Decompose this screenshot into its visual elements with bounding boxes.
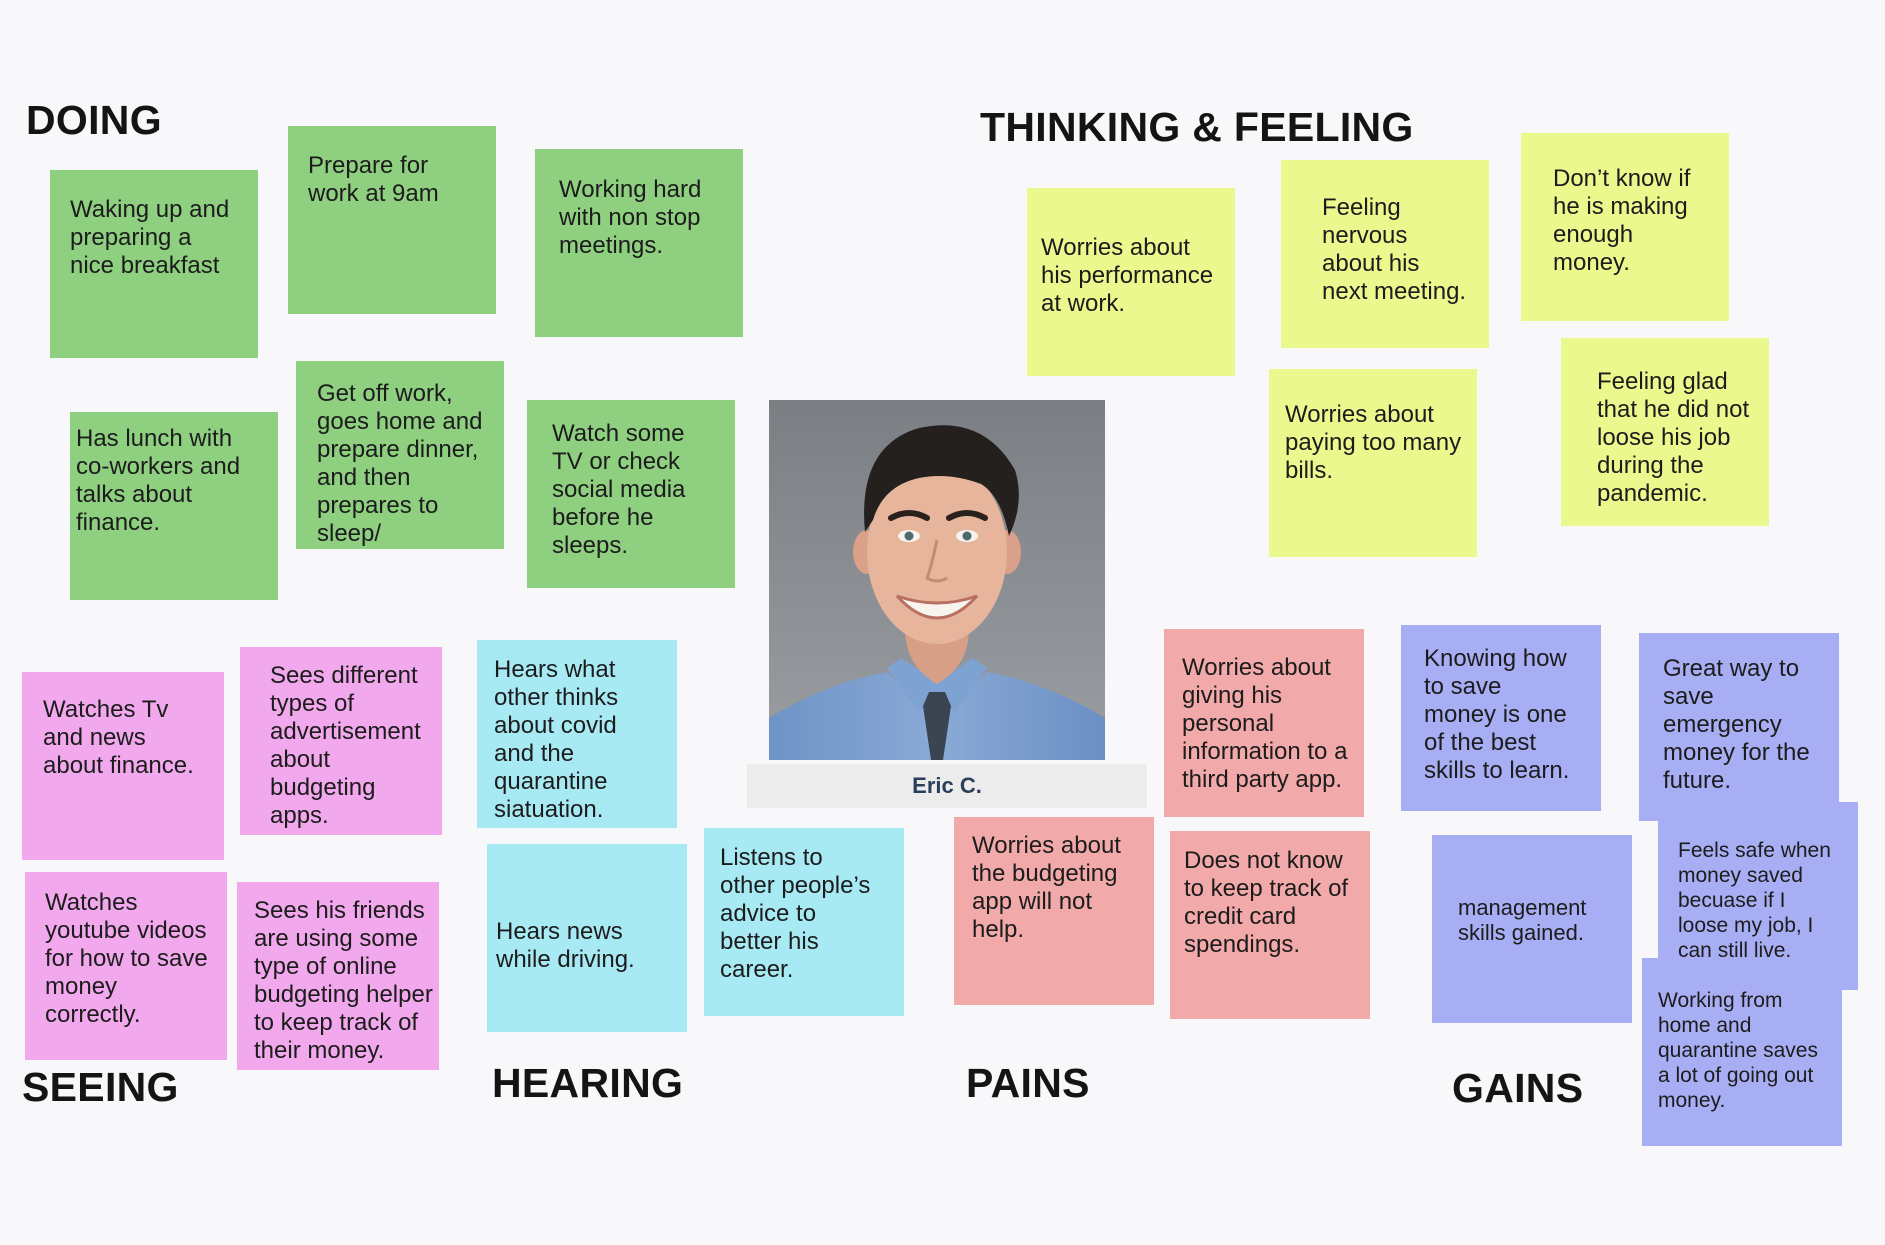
section-heading-gains: GAINS [1452,1065,1584,1111]
sticky-note-doing[interactable]: Working hard with non stop meetings. [535,149,743,337]
sticky-note-text: Listens to other people’s advice to bett… [720,844,871,983]
section-heading-seeing: SEEING [22,1064,179,1110]
sticky-note-thinking-feeling[interactable]: Don’t know if he is making enough money. [1521,133,1729,321]
sticky-note-thinking-feeling[interactable]: Worries about his performance at work. [1027,188,1235,376]
sticky-note-thinking-feeling[interactable]: Feeling nervous about his next meeting. [1281,160,1489,348]
sticky-note-text: Knowing how to save money is one of the … [1424,645,1570,784]
sticky-note-doing[interactable]: Prepare for work at 9am [288,126,496,314]
section-heading-doing: DOING [26,97,162,143]
sticky-note-seeing[interactable]: Sees his friends are using some type of … [237,882,439,1070]
sticky-note-hearing[interactable]: Hears what other thinks about covid and … [477,640,677,828]
sticky-note-text: Great way to save emergency money for th… [1663,655,1810,794]
sticky-note-pains[interactable]: Worries about the budgeting app will not… [954,817,1154,1005]
sticky-note-text: Get off work, goes home and prepare dinn… [317,380,483,547]
sticky-note-gains[interactable]: management skills gained. [1432,835,1632,1023]
sticky-note-pains[interactable]: Worries about giving his personal inform… [1164,629,1364,817]
sticky-note-text: Feels safe when money saved becuase if I… [1678,839,1831,962]
sticky-note-text: Does not know to keep track of credit ca… [1184,847,1349,958]
sticky-note-text: Hears what other thinks about covid and … [494,656,619,823]
sticky-note-hearing[interactable]: Listens to other people’s advice to bett… [704,828,904,1016]
sticky-note-text: Worries about giving his personal inform… [1182,654,1348,793]
sticky-note-seeing[interactable]: Watches Tv and news about finance. [22,672,224,860]
sticky-note-text: Watches Tv and news about finance. [43,696,194,779]
sticky-note-text: Hears news while driving. [496,918,635,973]
sticky-note-text: Worries about the budgeting app will not… [972,832,1121,943]
sticky-note-gains[interactable]: Knowing how to save money is one of the … [1401,625,1601,811]
sticky-note-text: Watch some TV or check social media befo… [552,420,686,559]
sticky-note-text: Prepare for work at 9am [308,152,439,207]
sticky-note-text: Sees different types of advertisement ab… [270,662,421,829]
sticky-note-doing[interactable]: Get off work, goes home and prepare dinn… [296,361,504,549]
sticky-note-text: Worries about paying too many bills. [1285,401,1462,484]
sticky-note-text: Has lunch with co-workers and talks abou… [76,425,241,536]
persona-name: Eric C. [912,773,982,798]
sticky-note-text: Watches youtube videos for how to save m… [45,889,208,1028]
sticky-note-doing[interactable]: Waking up and preparing a nice breakfast [50,170,258,358]
sticky-note-hearing[interactable]: Hears news while driving. [487,844,687,1032]
persona-name-caption: Eric C. [747,764,1147,808]
sticky-note-pains[interactable]: Does not know to keep track of credit ca… [1170,831,1370,1019]
sticky-note-text: Don’t know if he is making enough money. [1553,165,1691,276]
sticky-note-seeing[interactable]: Sees different types of advertisement ab… [240,647,442,835]
persona-portrait-image [769,400,1105,760]
section-heading-pains: PAINS [966,1060,1090,1106]
sticky-note-text: Working from home and quarantine saves a… [1658,989,1818,1112]
sticky-note-text: Feeling nervous about his next meeting. [1322,194,1467,305]
sticky-note-text: Worries about his performance at work. [1041,234,1214,317]
persona-photo [769,400,1105,760]
sticky-note-text: Working hard with non stop meetings. [559,176,702,259]
sticky-note-doing[interactable]: Has lunch with co-workers and talks abou… [70,412,278,600]
sticky-note-thinking-feeling[interactable]: Feeling glad that he did not loose his j… [1561,338,1769,526]
sticky-note-text: Waking up and preparing a nice breakfast [70,196,230,279]
sticky-note-text: Feeling glad that he did not loose his j… [1597,368,1750,507]
sticky-note-text: management skills gained. [1458,895,1587,945]
section-heading-hearing: HEARING [492,1060,684,1106]
section-heading-thinking-feeling: THINKING & FEELING [980,104,1414,150]
sticky-note-doing[interactable]: Watch some TV or check social media befo… [527,400,735,588]
sticky-note-gains[interactable]: Working from home and quarantine saves a… [1642,958,1842,1146]
sticky-note-thinking-feeling[interactable]: Worries about paying too many bills. [1269,369,1477,557]
sticky-note-text: Sees his friends are using some type of … [254,897,433,1064]
sticky-note-gains[interactable]: Great way to save emergency money for th… [1639,633,1839,821]
sticky-note-seeing[interactable]: Watches youtube videos for how to save m… [25,872,227,1060]
